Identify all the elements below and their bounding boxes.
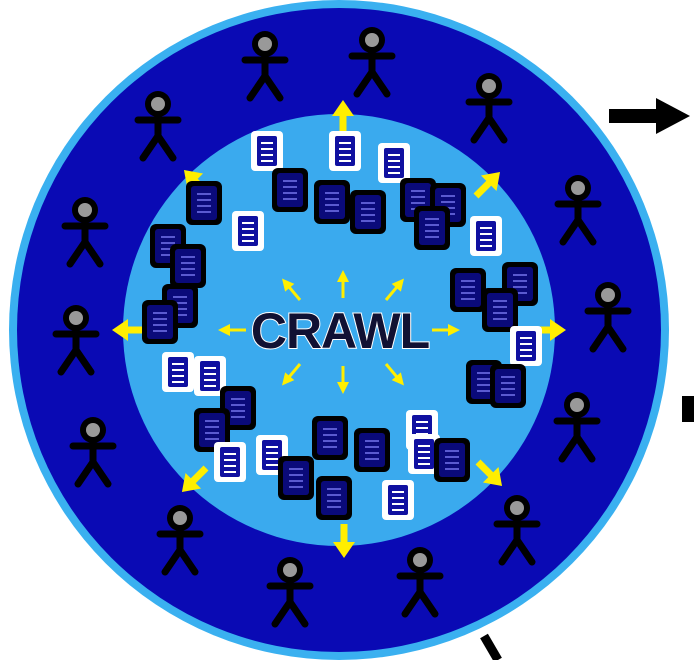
web-page-icon (413, 205, 451, 251)
web-page-icon (169, 243, 207, 289)
web-page-icon (481, 287, 519, 333)
web-page-icon (161, 351, 195, 393)
web-page-icon (349, 189, 387, 235)
web-page-icon (185, 180, 223, 226)
web-page-icon (328, 130, 362, 172)
web-page-icon (250, 130, 284, 172)
web-page-icon (449, 267, 487, 313)
web-page-icon (231, 210, 265, 252)
web-page-icon (381, 479, 415, 521)
web-page-icon (213, 441, 247, 483)
web-page-icon (433, 437, 471, 483)
web-page-icon (277, 455, 315, 501)
arrow-icon (609, 98, 690, 134)
web-page-icon (311, 415, 349, 461)
web-page-icon (271, 167, 309, 213)
web-page-icon (469, 215, 503, 257)
web-page-icon (315, 475, 353, 521)
web-page-icon (141, 299, 179, 345)
web-page-icon (377, 142, 411, 184)
arrow-icon (682, 396, 694, 422)
web-page-icon (313, 179, 351, 225)
web-page-icon (509, 325, 543, 367)
web-page-icon (489, 363, 527, 409)
arrow-icon (480, 633, 502, 660)
center-label: CRAWL (251, 303, 429, 359)
web-page-icon (353, 427, 391, 473)
